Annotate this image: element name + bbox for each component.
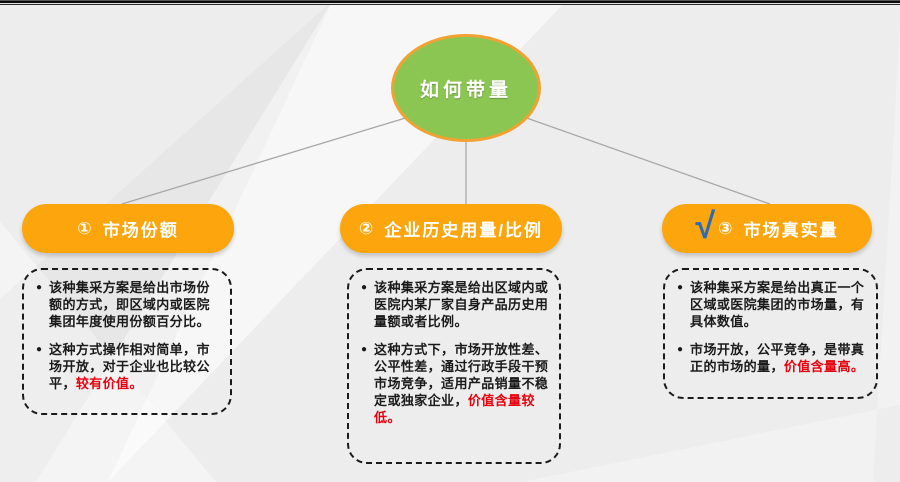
bullet-dot-icon: ●	[36, 282, 43, 293]
bullet-text: 该种集采方案是给出真正一个区域或医院集团的市场量，有具体数值。	[690, 280, 865, 329]
bullet-dot-icon: ●	[677, 344, 684, 355]
top-border	[0, 0, 900, 6]
bullet-item: ● 这种方式操作相对简单，市场开放，对于企业也比较公平，较有价值。	[36, 341, 222, 392]
bullet-text: 市场开放，公平竞争，是带真正的市场的量，价值含量高。	[690, 342, 865, 374]
option-2-number: ②	[358, 218, 376, 238]
bullet-dot-icon: ●	[36, 344, 43, 355]
option-3-number: ③	[718, 218, 735, 238]
bullet-dot-icon: ●	[361, 282, 368, 293]
root-node-label: 如何带量	[419, 79, 512, 101]
bullet-item: ● 该种集采方案是给出市场份额的方式，即区域内或医院集团年度使用份额百分比。	[36, 279, 222, 330]
option-1-header: ① 市场份额	[22, 204, 234, 253]
bullet-text: 这种方式下，市场开放性差、公平性差，通过行政手段干预市场竞争，适用产品销量不稳定…	[374, 342, 549, 425]
bullet-text: 这种方式操作相对简单，市场开放，对于企业也比较公平，较有价值。	[49, 342, 210, 391]
option-1-card: ● 该种集采方案是给出市场份额的方式，即区域内或医院集团年度使用份额百分比。 ●…	[22, 268, 232, 415]
bullet-text: 该种集采方案是给出市场份额的方式，即区域内或医院集团年度使用份额百分比。	[49, 280, 210, 329]
bullet-item: ● 这种方式下，市场开放性差、公平性差，通过行政手段干预市场竞争，适用产品销量不…	[361, 341, 551, 426]
option-3-header: √ ③ 市场真实量	[662, 204, 872, 253]
bullet-dot-icon: ●	[361, 344, 368, 355]
branch-line-left	[121, 115, 413, 205]
option-2-label: 企业历史用量/比例	[384, 221, 544, 240]
option-3-card: ● 该种集采方案是给出真正一个区域或医院集团的市场量，有具体数值。 ● 市场开放…	[663, 268, 878, 399]
option-2-header: ② 企业历史用量/比例	[340, 204, 562, 253]
option-1-label: 市场份额	[102, 221, 179, 240]
option-3-label: 市场真实量	[743, 221, 839, 240]
bullet-item: ● 市场开放，公平竞争，是带真正的市场的量，价值含量高。	[677, 341, 868, 375]
bullet-item: ● 该种集采方案是给出真正一个区域或医院集团的市场量，有具体数值。	[677, 279, 868, 330]
bullet-item: ● 该种集采方案是给出区域内或医院内某厂家自身产品历史用量额或者比例。	[361, 279, 551, 330]
option-1-number: ①	[77, 218, 94, 238]
option-2-card: ● 该种集采方案是给出区域内或医院内某厂家自身产品历史用量额或者比例。 ● 这种…	[347, 268, 561, 464]
bullet-text: 该种集采方案是给出区域内或医院内某厂家自身产品历史用量额或者比例。	[374, 280, 549, 329]
root-node: 如何带量	[391, 34, 541, 142]
bullet-dot-icon: ●	[677, 282, 684, 293]
branch-line-right	[520, 115, 771, 205]
